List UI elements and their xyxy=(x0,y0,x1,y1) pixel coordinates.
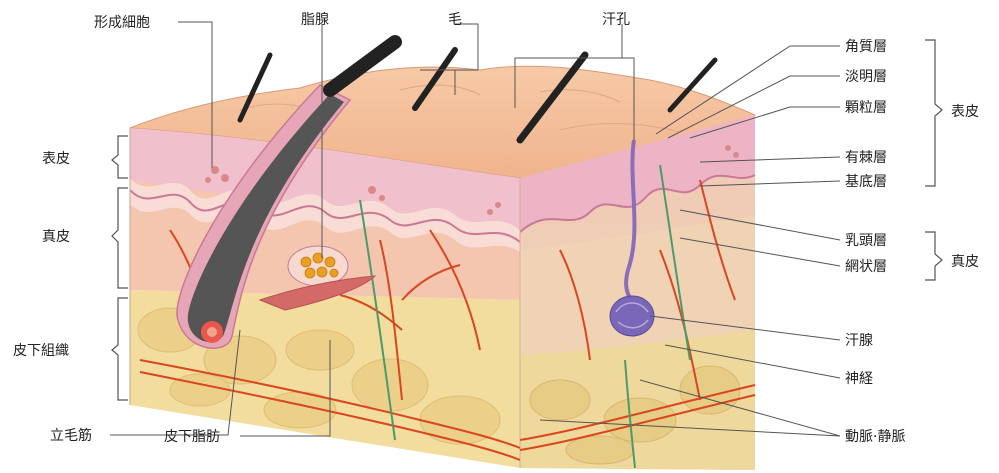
label-hika-shibou: 皮下脂肪 xyxy=(164,429,220,445)
label-rithumou-kin: 立毛筋 xyxy=(50,427,92,444)
label-shisen: 脂腺 xyxy=(301,12,329,28)
label-shinkei: 神経 xyxy=(845,371,873,387)
label-kitei-sou: 基底層 xyxy=(845,173,887,190)
label-shinpi-right: 真皮 xyxy=(951,254,979,270)
label-kankou: 汗孔 xyxy=(602,12,630,28)
sebaceous-gland xyxy=(288,246,348,286)
label-shinpi-left: 真皮 xyxy=(42,229,70,245)
label-hika-soshiki: 皮下組織 xyxy=(13,343,69,359)
label-nyuutou-sou: 乳頭層 xyxy=(845,233,887,249)
label-moujou-sou: 網状層 xyxy=(845,259,887,275)
label-kansen: 汗腺 xyxy=(845,333,873,349)
label-karyuu-sou: 顆粒層 xyxy=(845,100,887,116)
label-kakushitsu-sou: 角質層 xyxy=(845,39,887,55)
label-tanmei-sou: 淡明層 xyxy=(845,69,887,85)
label-yuukyoku-sou: 有棘層 xyxy=(845,150,887,166)
label-keisei-saibou: 形成細胞 xyxy=(94,15,150,31)
label-ke: 毛 xyxy=(448,12,462,28)
label-hyouhi-left: 表皮 xyxy=(42,151,70,167)
label-hyouhi-right: 表皮 xyxy=(951,104,979,120)
label-doumyaku-joumyaku: 動脈·静脈 xyxy=(845,429,905,445)
